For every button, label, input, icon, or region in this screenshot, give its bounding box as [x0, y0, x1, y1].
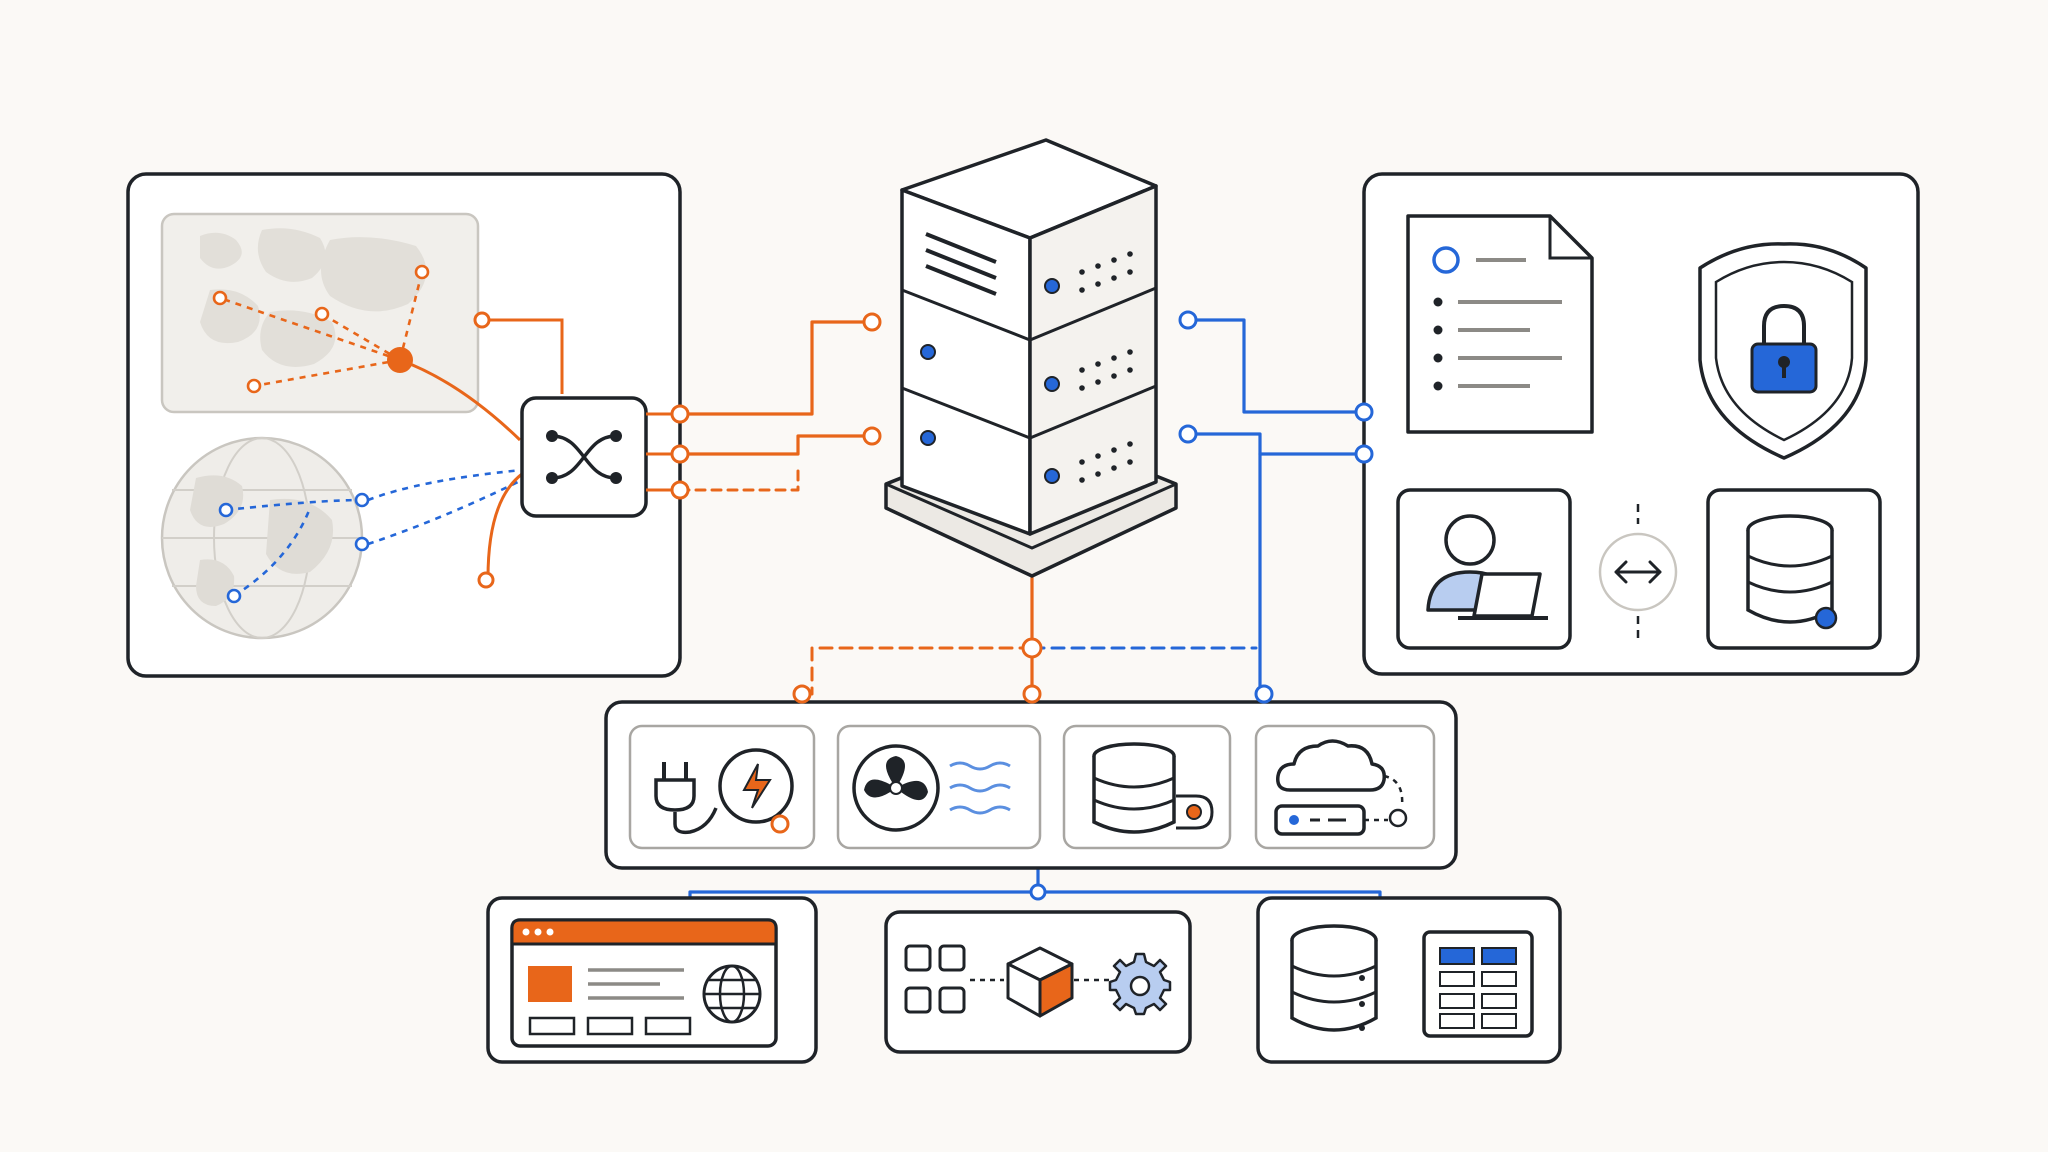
security-access-panel — [1354, 172, 1920, 676]
server-rack-icon — [862, 138, 1198, 659]
user-laptop-icon — [1396, 488, 1572, 650]
geo-network-panel — [126, 172, 690, 678]
network-switch-icon — [520, 396, 648, 518]
power-plug-icon — [628, 724, 816, 850]
shield-lock-icon — [1698, 242, 1868, 460]
globe-icon — [160, 436, 523, 640]
cloud-server-icon — [1254, 724, 1436, 850]
database-table-icon — [1256, 896, 1562, 1064]
orange-link-3-dashed — [678, 468, 800, 492]
orange-link-1 — [678, 320, 874, 416]
orange-bus-dashed — [810, 646, 1034, 696]
application-row — [486, 883, 1562, 1064]
orange-link-2 — [678, 434, 874, 456]
port-blue-2 — [1354, 444, 1374, 464]
port-orange-1 — [670, 404, 690, 424]
database-icon — [1706, 488, 1882, 650]
blue-link-2 — [1186, 432, 1366, 456]
blue-link-1 — [1186, 318, 1366, 414]
port-blue-1 — [1354, 402, 1374, 422]
port-orange-2 — [670, 444, 690, 464]
bidirectional-arrow-icon — [1598, 504, 1678, 640]
port-orange-3 — [670, 480, 690, 500]
document-icon — [1406, 214, 1594, 434]
map-icon — [160, 212, 564, 442]
infrastructure-bar — [604, 684, 1458, 870]
module-cube-gear-icon — [884, 910, 1192, 1054]
web-browser-icon — [486, 896, 818, 1064]
storage-disk-icon — [1062, 724, 1232, 850]
cooling-fan-icon — [836, 724, 1042, 850]
